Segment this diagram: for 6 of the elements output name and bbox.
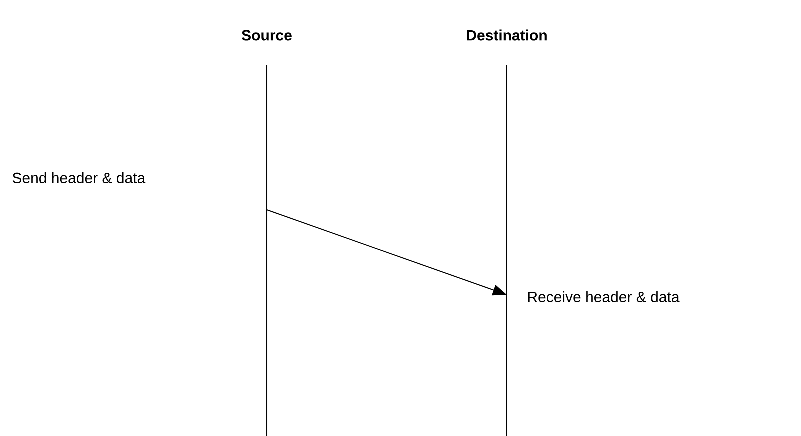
lifeline-heading: Destination	[467, 30, 547, 41]
lifeline	[506, 64, 508, 436]
lifeline-heading: Source	[242, 30, 292, 41]
lifeline	[266, 64, 268, 436]
step-label: Receive header & data	[528, 291, 680, 302]
step-label: Send header & data	[12, 172, 146, 184]
